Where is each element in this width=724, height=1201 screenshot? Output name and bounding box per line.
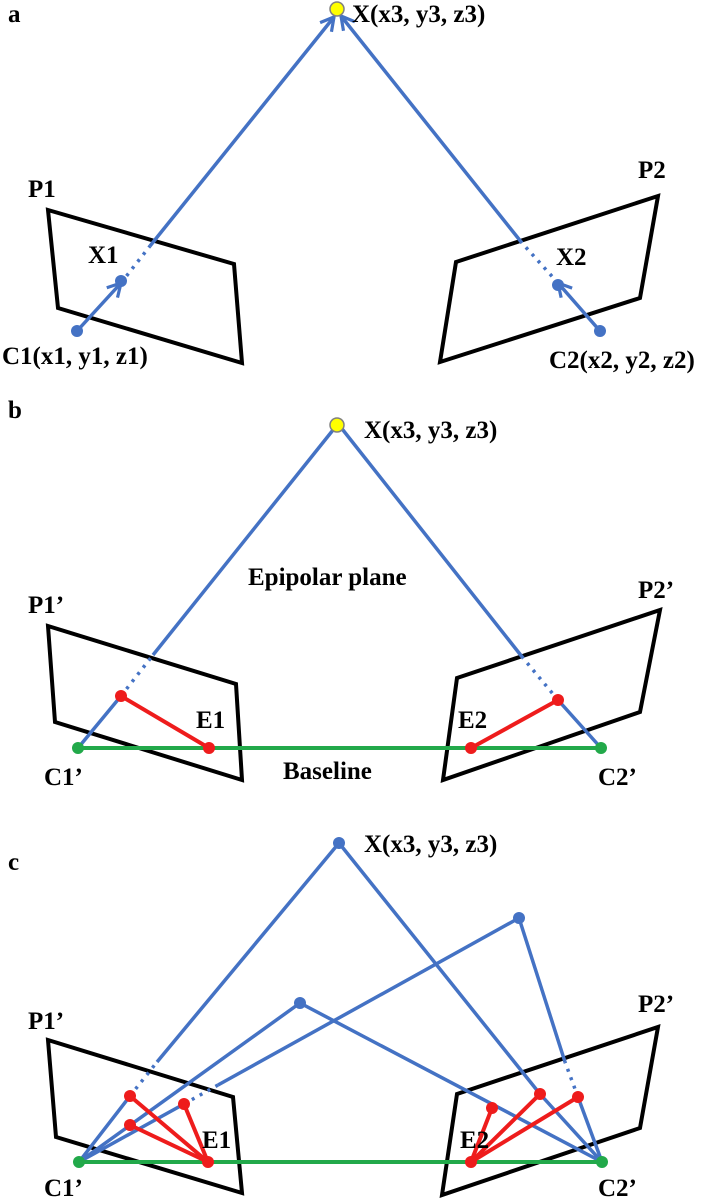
image-point-2 bbox=[552, 694, 564, 706]
ray-c1-to-x bbox=[155, 841, 341, 1064]
image-plane-p1-prime bbox=[45, 623, 245, 783]
panel-b-label: b bbox=[8, 397, 22, 424]
epipolar-line-left-2 bbox=[182, 1103, 210, 1163]
ray-x2-to-x bbox=[341, 16, 524, 245]
camera-c2-label: C2(x2, y2, z2) bbox=[549, 347, 695, 374]
ray-c2-b-segment bbox=[576, 1096, 604, 1163]
epipole-e1-label: E1 bbox=[196, 707, 225, 734]
epipolar-line-left-3 bbox=[129, 1123, 209, 1164]
ray-c1-to-near-point bbox=[77, 1001, 302, 1164]
epipolar-line-right-2 bbox=[469, 1092, 542, 1164]
image-plane-p1-prime bbox=[45, 1037, 245, 1196]
plane-p2-prime-label: P2’ bbox=[638, 991, 674, 1018]
epipolar-line-2 bbox=[470, 698, 559, 750]
camera-c2-prime-label: C2’ bbox=[598, 764, 637, 791]
ray-c2-b-dotted bbox=[563, 1061, 580, 1098]
epipolar-line-right-3 bbox=[469, 1095, 580, 1164]
image-point-right-3 bbox=[572, 1091, 584, 1103]
ray-c1-b-segment bbox=[78, 1102, 185, 1164]
panel-c: c bbox=[8, 831, 674, 1201]
ray-c1-a-dotted bbox=[128, 1060, 159, 1098]
ray-c2-to-x2 bbox=[558, 283, 602, 333]
panel-a-label: a bbox=[8, 1, 21, 28]
camera-center-c2-prime bbox=[595, 742, 607, 754]
ray-dotted-behind-p2 bbox=[520, 241, 560, 285]
camera-center-c2 bbox=[594, 325, 606, 337]
panel-b: b X(x3, y3, z3) Epipolar plane P1’ P2’ E… bbox=[8, 397, 674, 791]
camera-c2-prime-label: C2’ bbox=[598, 1175, 637, 1201]
projection-point-x1 bbox=[115, 275, 127, 287]
camera-center-c2-prime bbox=[596, 1156, 608, 1168]
ray-c1-to-far-point bbox=[217, 916, 520, 1087]
baseline-label: Baseline bbox=[283, 758, 372, 785]
panel-c-label: c bbox=[8, 849, 19, 876]
ray-x1-to-x bbox=[148, 17, 334, 248]
panel-a: a X(x3, y3, z3) P1 P2 X1 X2 C1(x1, y1, z… bbox=[2, 1, 695, 374]
ray-c1-segment bbox=[76, 694, 123, 750]
epipole-e1-label: E1 bbox=[202, 1127, 231, 1154]
ray-c2-a-segment bbox=[538, 1092, 604, 1164]
epipole-e2-label: E2 bbox=[458, 707, 487, 734]
image-point-1 bbox=[115, 690, 127, 702]
plane-p2-prime-label: P2’ bbox=[638, 577, 674, 604]
plane-p1-label: P1 bbox=[28, 176, 56, 203]
image-point-left-1 bbox=[124, 1090, 136, 1102]
epipolar-plane-label: Epipolar plane bbox=[248, 564, 407, 591]
plane-p1-prime-label: P1’ bbox=[28, 1008, 64, 1035]
image-point-left-3 bbox=[124, 1119, 136, 1131]
scene-point-far bbox=[513, 912, 525, 924]
scene-point-label: X(x3, y3, z3) bbox=[364, 831, 497, 858]
scene-point-x bbox=[329, 1, 345, 17]
ray-c2-segment bbox=[556, 698, 603, 750]
image-point-right-2 bbox=[534, 1088, 546, 1100]
epipole-e2-label: E2 bbox=[460, 1127, 489, 1154]
camera-center-c1 bbox=[71, 325, 83, 337]
epipole-e2 bbox=[465, 742, 477, 754]
ray-c2-to-near-point bbox=[299, 1001, 603, 1164]
scene-point-x bbox=[329, 417, 345, 433]
ray-c2-to-far-point bbox=[517, 917, 567, 1063]
scene-point-x bbox=[333, 837, 345, 849]
ray-c2-to-x bbox=[337, 841, 542, 1096]
ray-dotted-behind-p2 bbox=[521, 656, 560, 702]
ray-dotted-behind-p1 bbox=[119, 653, 155, 698]
scene-point-label: X(x3, y3, z3) bbox=[352, 1, 485, 28]
projection-point-x2 bbox=[552, 279, 564, 291]
epipole-e2 bbox=[465, 1156, 477, 1168]
epipolar-line-right-1 bbox=[469, 1107, 494, 1163]
plane-p1-prime-label: P1’ bbox=[28, 592, 64, 619]
scene-point-label: X(x3, y3, z3) bbox=[364, 417, 497, 444]
ray-c1-b-dotted bbox=[183, 1083, 219, 1106]
image-plane-p2-prime bbox=[439, 1024, 661, 1198]
camera-c1-label: C1(x1, y1, z1) bbox=[2, 343, 148, 370]
ray-to-x-left bbox=[151, 423, 339, 657]
camera-center-c1-prime bbox=[73, 1156, 85, 1168]
epipolar-line-left-1 bbox=[128, 1094, 210, 1164]
image-plane-p1 bbox=[45, 207, 245, 366]
epipolar-line-1 bbox=[119, 694, 211, 750]
camera-c1-prime-label: C1’ bbox=[44, 764, 83, 791]
ray-to-x-right bbox=[337, 423, 525, 660]
projection-x1-label: X1 bbox=[88, 242, 119, 269]
projection-x2-label: X2 bbox=[556, 244, 587, 271]
epipole-e1 bbox=[202, 1156, 214, 1168]
image-plane-p2 bbox=[437, 193, 661, 365]
image-point-right-1 bbox=[486, 1102, 498, 1114]
camera-c1-prime-label: C1’ bbox=[44, 1175, 83, 1201]
plane-p2-label: P2 bbox=[638, 157, 666, 184]
ray-c1-a-segment bbox=[77, 1094, 132, 1164]
scene-point-near bbox=[294, 997, 306, 1009]
camera-center-c1-prime bbox=[72, 742, 84, 754]
ray-c1-to-x1 bbox=[75, 283, 121, 333]
image-plane-p2-prime bbox=[440, 607, 663, 783]
epipole-e1 bbox=[203, 742, 215, 754]
image-point-left-2 bbox=[178, 1098, 190, 1110]
